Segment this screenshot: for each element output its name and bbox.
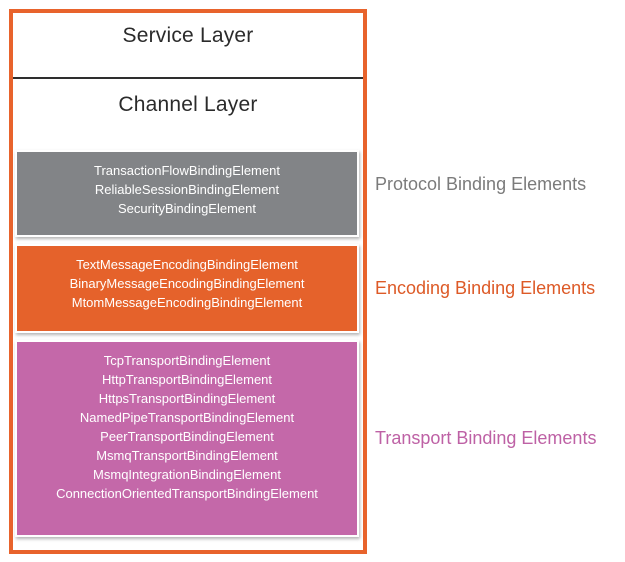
binding-element-item: MtomMessageEncodingBindingElement: [71, 295, 303, 310]
binding-element-item: TransactionFlowBindingElement: [94, 163, 280, 178]
binding-element-item: TcpTransportBindingElement: [103, 353, 271, 368]
binding-element-item: ConnectionOrientedTransportBindingElemen…: [56, 486, 318, 501]
channel-layer-title: Channel Layer: [118, 93, 258, 116]
encoding-binding-elements-label: Encoding Binding Elements: [375, 278, 596, 298]
binding-element-item: PeerTransportBindingElement: [100, 429, 274, 444]
service-layer-title: Service Layer: [122, 24, 254, 47]
protocol-binding-elements-label: Protocol Binding Elements: [375, 174, 587, 194]
layer-divider-line: [13, 77, 363, 79]
binding-element-item: MsmqTransportBindingElement: [96, 448, 278, 463]
binding-element-item: MsmqIntegrationBindingElement: [93, 467, 281, 482]
binding-element-item: BinaryMessageEncodingBindingElement: [69, 276, 305, 291]
binding-element-item: NamedPipeTransportBindingElement: [79, 410, 295, 425]
binding-element-item: HttpTransportBindingElement: [101, 372, 273, 387]
binding-element-item: SecurityBindingElement: [117, 201, 257, 216]
transport-binding-elements-label: Transport Binding Elements: [375, 428, 597, 448]
binding-element-item: TextMessageEncodingBindingElement: [76, 257, 298, 272]
binding-element-item: HttpsTransportBindingElement: [98, 391, 276, 406]
binding-element-item: ReliableSessionBindingElement: [94, 182, 280, 197]
